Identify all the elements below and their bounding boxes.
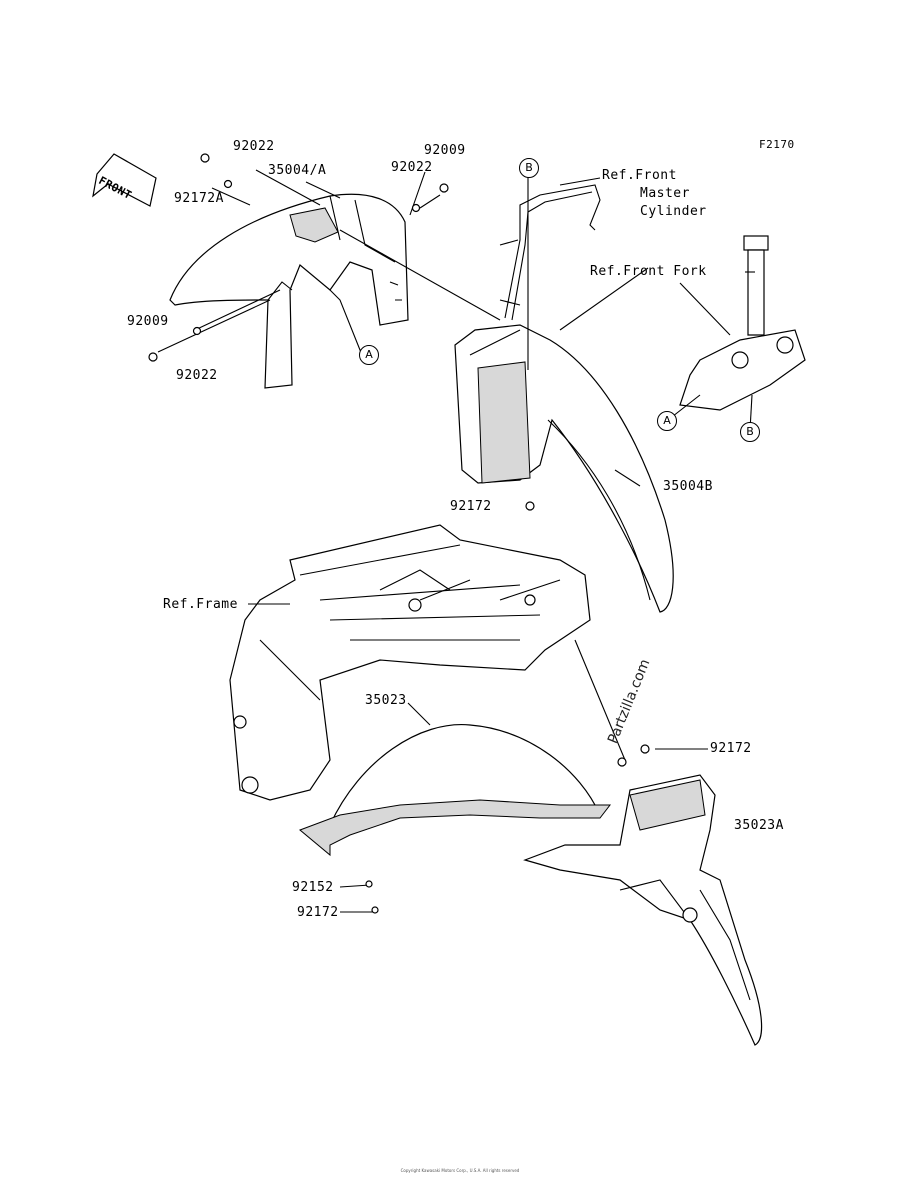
part-label-92172a: 92172A [174,191,224,206]
ref-label-front-master-line2: Master [640,186,690,201]
front-fender-35004a [169,193,409,389]
part-label-35004b: 35004B [663,479,713,494]
part-label-35023a: 35023A [734,818,784,833]
ref-label-frame: Ref.Frame [163,597,238,612]
front-arrow-icon [92,153,157,207]
ref-label-front-master-line3: Cylinder [640,204,707,219]
part-label-92172-mid: 92172 [450,499,492,514]
ref-label-front-fork: Ref.Front Fork [590,264,707,279]
ref-label-front-master-line1: Ref.Front [602,168,677,183]
part-label-92022-top: 92022 [233,139,275,154]
rear-fender-35023 [299,724,612,857]
part-label-92009-left: 92009 [127,314,169,329]
part-label-92152: 92152 [292,880,334,895]
front-fender-35004b [454,324,674,613]
callout-a-right: A [657,411,677,431]
rear-fender-35023a [523,774,763,1046]
part-label-92172-bottom: 92172 [297,905,339,920]
part-label-92009-top: 92009 [424,143,466,158]
copyright: Copyright Kawasaki Motors Corp., U.S.A. … [400,1168,520,1173]
callout-b-top: B [519,158,539,178]
fasteners [148,153,650,914]
frame [229,524,591,801]
leader-lines [157,169,755,913]
part-label-92172-right: 92172 [710,741,752,756]
brake-hose-bracket [499,184,601,321]
part-label-92022-left: 92022 [176,368,218,383]
callout-b-right: B [740,422,760,442]
callout-a-left: A [359,345,379,365]
part-label-35004a: 35004/A [268,163,327,178]
part-label-92022-mid: 92022 [391,160,433,175]
part-label-35023: 35023 [365,693,407,708]
steering-stem [679,235,806,411]
figure-id: F2170 [759,138,795,151]
